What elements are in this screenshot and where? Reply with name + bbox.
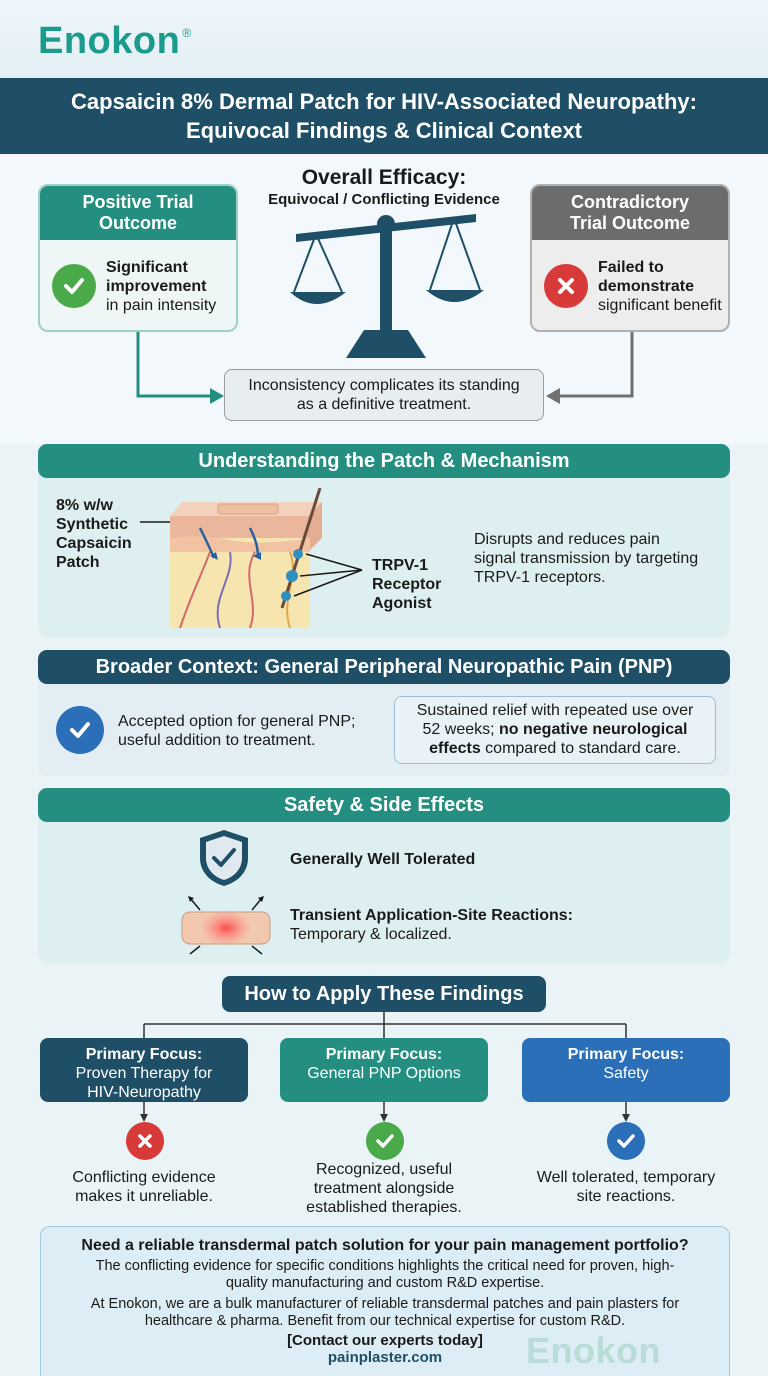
brand-logo[interactable]: Enokon® xyxy=(38,20,192,62)
cta-panel: Need a reliable transdermal patch soluti… xyxy=(40,1226,730,1376)
safety-heading: Safety & Side Effects xyxy=(38,788,730,822)
arrow-right-icon xyxy=(136,332,224,404)
site-reactions-text: Transient Application-Site Reactions: Te… xyxy=(290,907,574,943)
check-icon xyxy=(52,264,96,308)
mechanism-heading: Understanding the Patch & Mechanism xyxy=(38,444,730,478)
mechanism-panel: Understanding the Patch & Mechanism xyxy=(38,444,730,638)
logo-header xyxy=(0,0,768,78)
result-general-pnp: Recognized, useful treatment alongside e… xyxy=(306,1161,462,1216)
context-sustained-relief-box: Sustained relief with repeated use over … xyxy=(394,696,716,764)
generally-tolerated-text: Generally Well Tolerated xyxy=(290,851,476,868)
title-line-2: Equivocal Findings & Clinical Context xyxy=(185,118,583,143)
context-heading: Broader Context: General Peripheral Neur… xyxy=(38,650,730,684)
page-title: Capsaicin 8% Dermal Patch for HIV-Associ… xyxy=(0,78,768,154)
cta-headline: Need a reliable transdermal patch soluti… xyxy=(81,1237,689,1254)
check-icon xyxy=(366,1122,404,1160)
inconsistency-note: Inconsistency complicates its standing a… xyxy=(224,369,544,421)
positive-trial-text: Significant improvement in pain intensit… xyxy=(106,259,217,314)
contradictory-trial-card: Contradictory Trial Outcome Failed to de… xyxy=(530,184,730,332)
positive-trial-heading: Positive Trial Outcome xyxy=(40,186,236,240)
skin-cross-section-illustration xyxy=(140,488,363,629)
check-icon xyxy=(56,706,104,754)
cross-icon xyxy=(126,1122,164,1160)
receptor-label: TRPV-1 Receptor Agonist xyxy=(372,557,442,612)
cross-icon xyxy=(544,264,588,308)
focus-hiv-neuropathy: Primary Focus: Proven Therapy for HIV-Ne… xyxy=(40,1038,248,1102)
positive-trial-card: Positive Trial Outcome Significant impro… xyxy=(38,184,238,332)
context-accepted-text: Accepted option for general PNP; useful … xyxy=(118,713,356,749)
website-link[interactable]: painplaster.com xyxy=(327,1349,443,1366)
mechanism-description: Disrupts and reduces pain signal transmi… xyxy=(474,531,699,586)
efficacy-title: Overall Efficacy: Equivocal / Conflictin… xyxy=(268,166,500,208)
result-hiv-neuropathy: Conflicting evidence makes it unreliable… xyxy=(72,1169,216,1205)
shield-check-icon xyxy=(200,830,248,886)
contact-link[interactable]: [Contact our experts today] xyxy=(287,1332,483,1349)
title-line-1: Capsaicin 8% Dermal Patch for HIV-Associ… xyxy=(71,89,697,114)
safety-panel: Safety & Side Effects xyxy=(38,788,730,964)
contradictory-trial-text: Failed to demonstrate significant benefi… xyxy=(598,259,722,314)
check-icon xyxy=(607,1122,645,1160)
focus-safety: Primary Focus: Safety xyxy=(522,1038,730,1102)
focus-general-pnp: Primary Focus: General PNP Options xyxy=(280,1038,488,1102)
apply-heading: How to Apply These Findings xyxy=(222,976,546,1012)
contradictory-trial-heading: Contradictory Trial Outcome xyxy=(532,186,728,240)
patch-label: 8% w/w Synthetic Capsaicin Patch xyxy=(56,497,132,571)
result-safety: Well tolerated, temporary site reactions… xyxy=(536,1169,716,1205)
irritated-patch-icon xyxy=(181,896,271,955)
apply-connector-lines xyxy=(140,1012,630,1122)
balance-scale-icon xyxy=(290,214,484,358)
watermark-logo: Enokon xyxy=(526,1330,661,1371)
cta-paragraph-1: The conflicting evidence for specific co… xyxy=(95,1258,675,1291)
arrow-left-icon xyxy=(546,332,634,404)
cta-paragraph-2: At Enokon, we are a bulk manufacturer of… xyxy=(90,1296,680,1329)
